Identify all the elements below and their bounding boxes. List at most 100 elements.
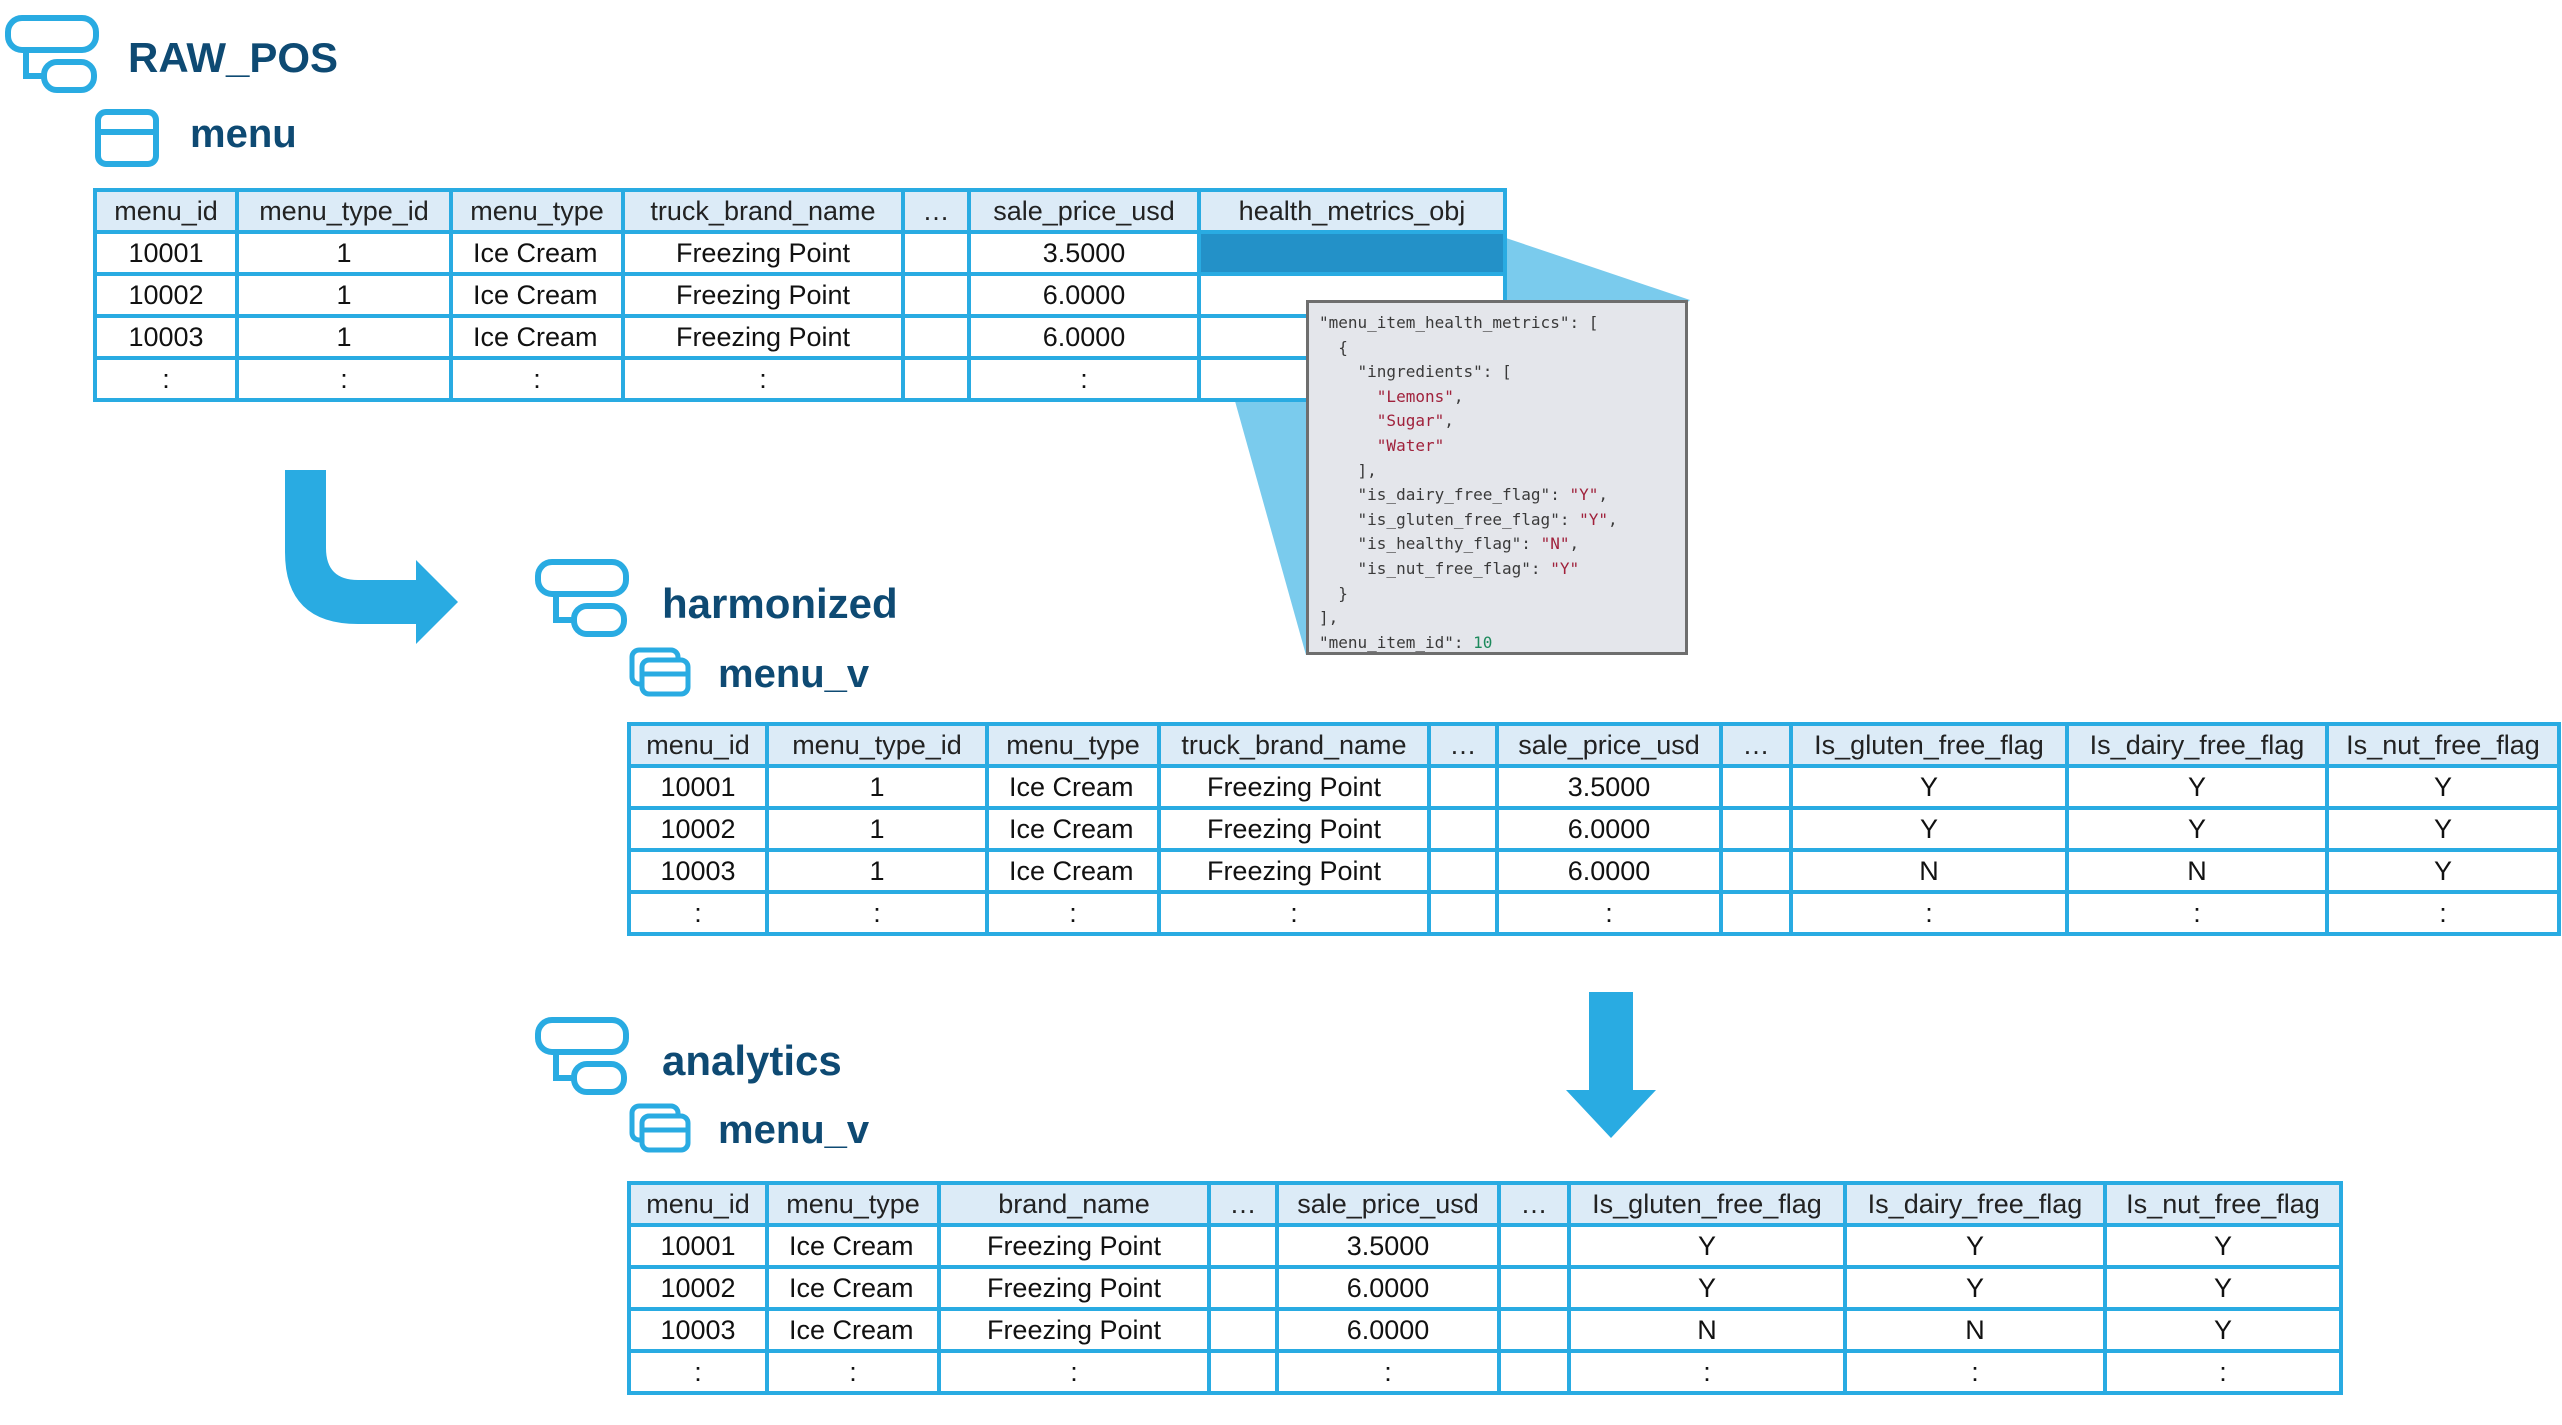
table-row: : : : : : : : : [627, 890, 2561, 936]
table-cell: : [985, 890, 1161, 936]
json-text: ], [1319, 608, 1339, 628]
table-cell: Ice Cream [985, 806, 1161, 852]
json-line: "ingredients": [ [1319, 360, 1675, 385]
table-cell: : [1157, 890, 1431, 936]
json-line: { [1319, 336, 1675, 361]
table-cell: Ice Cream [449, 230, 625, 276]
json-string: "Water" [1376, 435, 1445, 455]
column-header: menu_id [93, 188, 239, 234]
table-cell: : [2103, 1349, 2343, 1395]
table-cell: Y [2065, 806, 2329, 852]
table-cell: Y [1789, 764, 2069, 810]
table-cell: Freezing Point [621, 314, 905, 360]
table-cell: N [1843, 1307, 2107, 1353]
table-cell: : [1495, 890, 1723, 936]
json-text [1319, 436, 1377, 455]
table-cell: 10001 [627, 1223, 769, 1269]
table-row: 10001 1 Ice Cream Freezing Point 3.5000 … [627, 764, 2561, 810]
json-string: "N" [1540, 534, 1570, 554]
column-header: … [1719, 722, 1793, 768]
table-cell: Ice Cream [449, 314, 625, 360]
table-icon [95, 109, 159, 167]
table-cell: : [967, 356, 1201, 402]
table-cell: 10003 [93, 314, 239, 360]
table-cell: N [2065, 848, 2329, 894]
json-string: "Lemons" [1376, 386, 1454, 406]
json-line: "is_gluten_free_flag": "Y", [1319, 508, 1675, 533]
table-cell: Freezing Point [937, 1223, 1211, 1269]
column-header: … [1497, 1181, 1571, 1227]
table-row: 10003 Ice Cream Freezing Point 6.0000 N … [627, 1307, 2343, 1353]
schema-icon [5, 15, 99, 93]
view-icon [629, 1103, 691, 1153]
column-header: … [901, 188, 971, 234]
table-row: 10002 Ice Cream Freezing Point 6.0000 Y … [627, 1265, 2343, 1311]
table-cell: : [937, 1349, 1211, 1395]
table-cell: : [2325, 890, 2561, 936]
json-text: , [1598, 485, 1608, 505]
table-row: : : : : : : : [627, 1349, 2343, 1395]
table-cell [1719, 806, 1793, 852]
table-title: menu [190, 112, 297, 156]
json-number: 10 [1473, 632, 1493, 652]
column-header: menu_type_id [235, 188, 453, 234]
highlighted-cell [1197, 230, 1507, 276]
column-header: sale_price_usd [1495, 722, 1723, 768]
table-cell: 1 [765, 806, 989, 852]
table-cell: Y [2325, 764, 2561, 810]
table-row: : : : : : [93, 356, 1507, 402]
column-header: menu_id [627, 722, 769, 768]
table-cell: 10002 [93, 272, 239, 318]
table-cell: Ice Cream [765, 1265, 941, 1311]
column-header: menu_type [765, 1181, 941, 1227]
table-cell: : [449, 356, 625, 402]
table-row: 10001 Ice Cream Freezing Point 3.5000 Y … [627, 1223, 2343, 1269]
json-line: "menu_item_health_metrics": [ [1319, 311, 1675, 336]
schema-icon [535, 559, 629, 637]
json-text: } [1319, 583, 1348, 603]
table-row: 10002 1 Ice Cream Freezing Point 6.0000 … [627, 806, 2561, 852]
json-line: "menu_item_id": 10 [1319, 631, 1675, 656]
column-header: health_metrics_obj [1197, 188, 1507, 234]
json-text: { [1319, 337, 1348, 357]
table-cell [1207, 1349, 1279, 1395]
table-cell: 1 [235, 230, 453, 276]
json-line: ], [1319, 459, 1675, 484]
table-cell: Freezing Point [621, 230, 905, 276]
table-cell: Y [2325, 806, 2561, 852]
table-cell: N [1567, 1307, 1847, 1353]
table-cell [901, 314, 971, 360]
schema-title: RAW_POS [128, 34, 339, 81]
json-text: "is_dairy_free_flag": [1319, 485, 1570, 505]
table-cell [1719, 764, 1793, 810]
json-text [1319, 387, 1377, 406]
json-text: , [1608, 509, 1618, 529]
table-cell: 1 [765, 764, 989, 810]
table-cell: : [93, 356, 239, 402]
json-text: , [1453, 386, 1464, 406]
table-cell: : [627, 1349, 769, 1395]
table-cell: Y [1567, 1265, 1847, 1311]
table-cell [1719, 848, 1793, 894]
json-line: ], [1319, 606, 1675, 631]
json-text: , [1569, 534, 1580, 554]
view-title: menu_v [718, 1108, 870, 1152]
table-cell: Y [2325, 848, 2561, 894]
view-title: menu_v [718, 652, 870, 696]
table-cell [1427, 806, 1499, 852]
table-cell [1207, 1265, 1279, 1311]
json-line: "Lemons", [1319, 385, 1675, 410]
table-cell: Y [2065, 764, 2329, 810]
table-cell: Ice Cream [765, 1223, 941, 1269]
json-line: "is_healthy_flag": "N", [1319, 532, 1675, 557]
json-line: "Water" [1319, 434, 1675, 459]
table-cell [1427, 848, 1499, 894]
column-header: menu_type_id [765, 722, 989, 768]
json-text: "ingredients": [ [1319, 362, 1512, 382]
column-header: … [1427, 722, 1499, 768]
table-cell: 6.0000 [1495, 848, 1723, 894]
json-preview: "menu_item_health_metrics": [ { "ingredi… [1306, 300, 1688, 655]
view-icon [629, 647, 691, 697]
table-cell: 3.5000 [1275, 1223, 1501, 1269]
table-cell [1719, 890, 1793, 936]
